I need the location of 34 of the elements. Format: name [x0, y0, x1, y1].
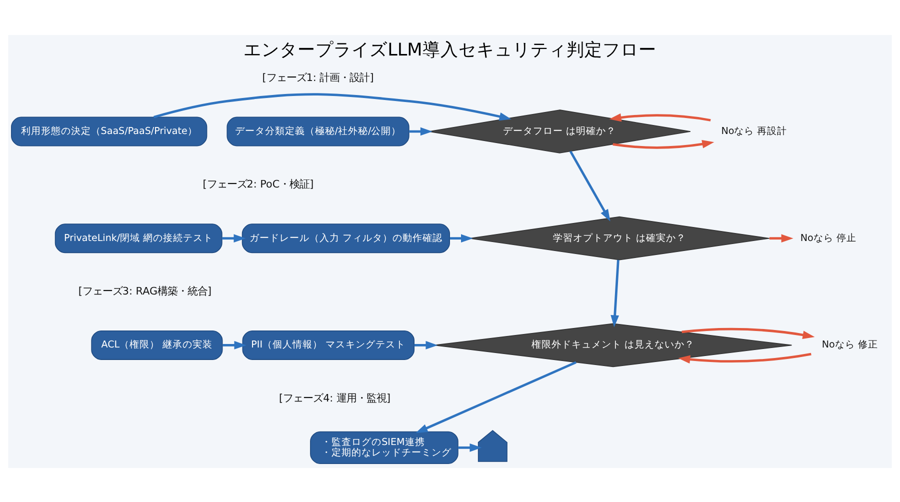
- arrow: [609, 112, 711, 122]
- label: [フェーズ1: 計画・設計]: [262, 71, 374, 84]
- arrow: [450, 234, 473, 242]
- arrow: [414, 340, 438, 349]
- arrow: [222, 340, 246, 349]
- arrow: [409, 126, 432, 136]
- node-text: Noなら 修正: [822, 339, 878, 350]
- node-diamond: データフロー は明確か？: [428, 109, 691, 153]
- label: [フェーズ3: RAG構築・統合]: [78, 284, 212, 297]
- arrow: [569, 150, 610, 221]
- arrow: [610, 259, 620, 327]
- node-box: ACL（権限） 継承の実装: [91, 330, 223, 360]
- arrow: [154, 92, 512, 120]
- node-shield: [478, 430, 508, 462]
- node-diamond: 権限外ドキュメント は見えないか？: [434, 322, 792, 367]
- diagram-title: エンタープライズLLM導入セキュリティ判定フロー: [244, 40, 656, 60]
- arrow: [458, 442, 482, 452]
- node-box: PrivateLink/閉域 網の接続テスト: [54, 223, 222, 253]
- node-text: Noなら 再設計: [721, 125, 788, 136]
- arrow: [612, 140, 714, 148]
- arrow: [769, 234, 794, 242]
- node-box: PII（個人情報） マスキングテスト: [242, 330, 415, 360]
- arrow: [416, 360, 577, 433]
- node-box: データ分類定義（極秘/社外秘/公開）: [226, 116, 410, 146]
- node-text: Noなら 停止: [800, 232, 856, 244]
- node-box: ・監査ログのSIEM連携 ・定期的なレッドチーミング: [310, 430, 458, 464]
- label: [フェーズ2: PoC・検証]: [202, 178, 314, 190]
- arrow: [222, 234, 246, 242]
- node-box: ガードレール（入力 フィルタ）の動作確認: [242, 223, 450, 253]
- arrow: [682, 327, 815, 339]
- arrow: [678, 352, 812, 364]
- node-diamond: 学習オプトアウト は確実か？: [469, 216, 770, 260]
- label: [フェーズ4: 運用・監視]: [279, 392, 391, 404]
- node-box: 利用形態の決定（SaaS/PaaS/Private）: [11, 116, 208, 146]
